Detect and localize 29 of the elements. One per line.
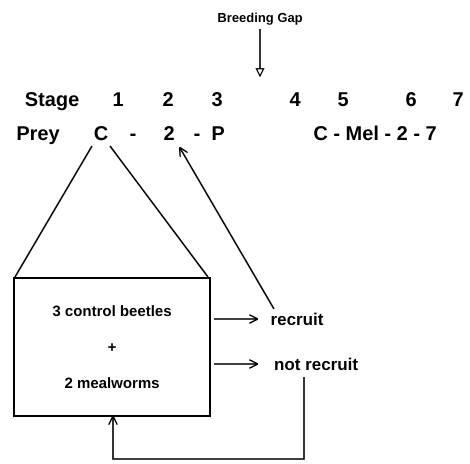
box-text: + <box>108 340 116 354</box>
node-label: not recruit <box>262 354 370 374</box>
box-text: 2 mealworms <box>64 376 160 390</box>
row-label: 3 <box>211 90 223 110</box>
node-label: 2 <box>160 122 178 146</box>
row-label: 5 <box>337 90 349 110</box>
process-box <box>13 277 211 417</box>
arrow <box>108 377 305 460</box>
row-label: 6 <box>405 90 417 110</box>
connector-line <box>109 146 209 278</box>
row-label: 4 <box>289 90 301 110</box>
row-label: 2 <box>162 90 174 110</box>
row-label: C - Mel - 2 - 7 <box>313 124 437 144</box>
row-label: 1 <box>112 90 124 110</box>
arrow <box>214 358 259 370</box>
connector-line <box>14 146 93 278</box>
node-label: recruit <box>262 309 332 329</box>
row-label: Prey <box>16 124 60 144</box>
row-label: - <box>194 124 200 144</box>
arrow <box>178 146 275 310</box>
row-label: 7 <box>452 90 464 110</box>
box-text: 3 control beetles <box>52 304 172 318</box>
node-label: Breeding Gap <box>212 8 308 26</box>
arrow <box>214 314 259 324</box>
node-label: C <box>90 122 112 146</box>
arrow <box>256 29 264 77</box>
row-label: - <box>130 124 136 144</box>
row-label: Stage <box>24 90 80 110</box>
row-label: P <box>211 124 225 144</box>
